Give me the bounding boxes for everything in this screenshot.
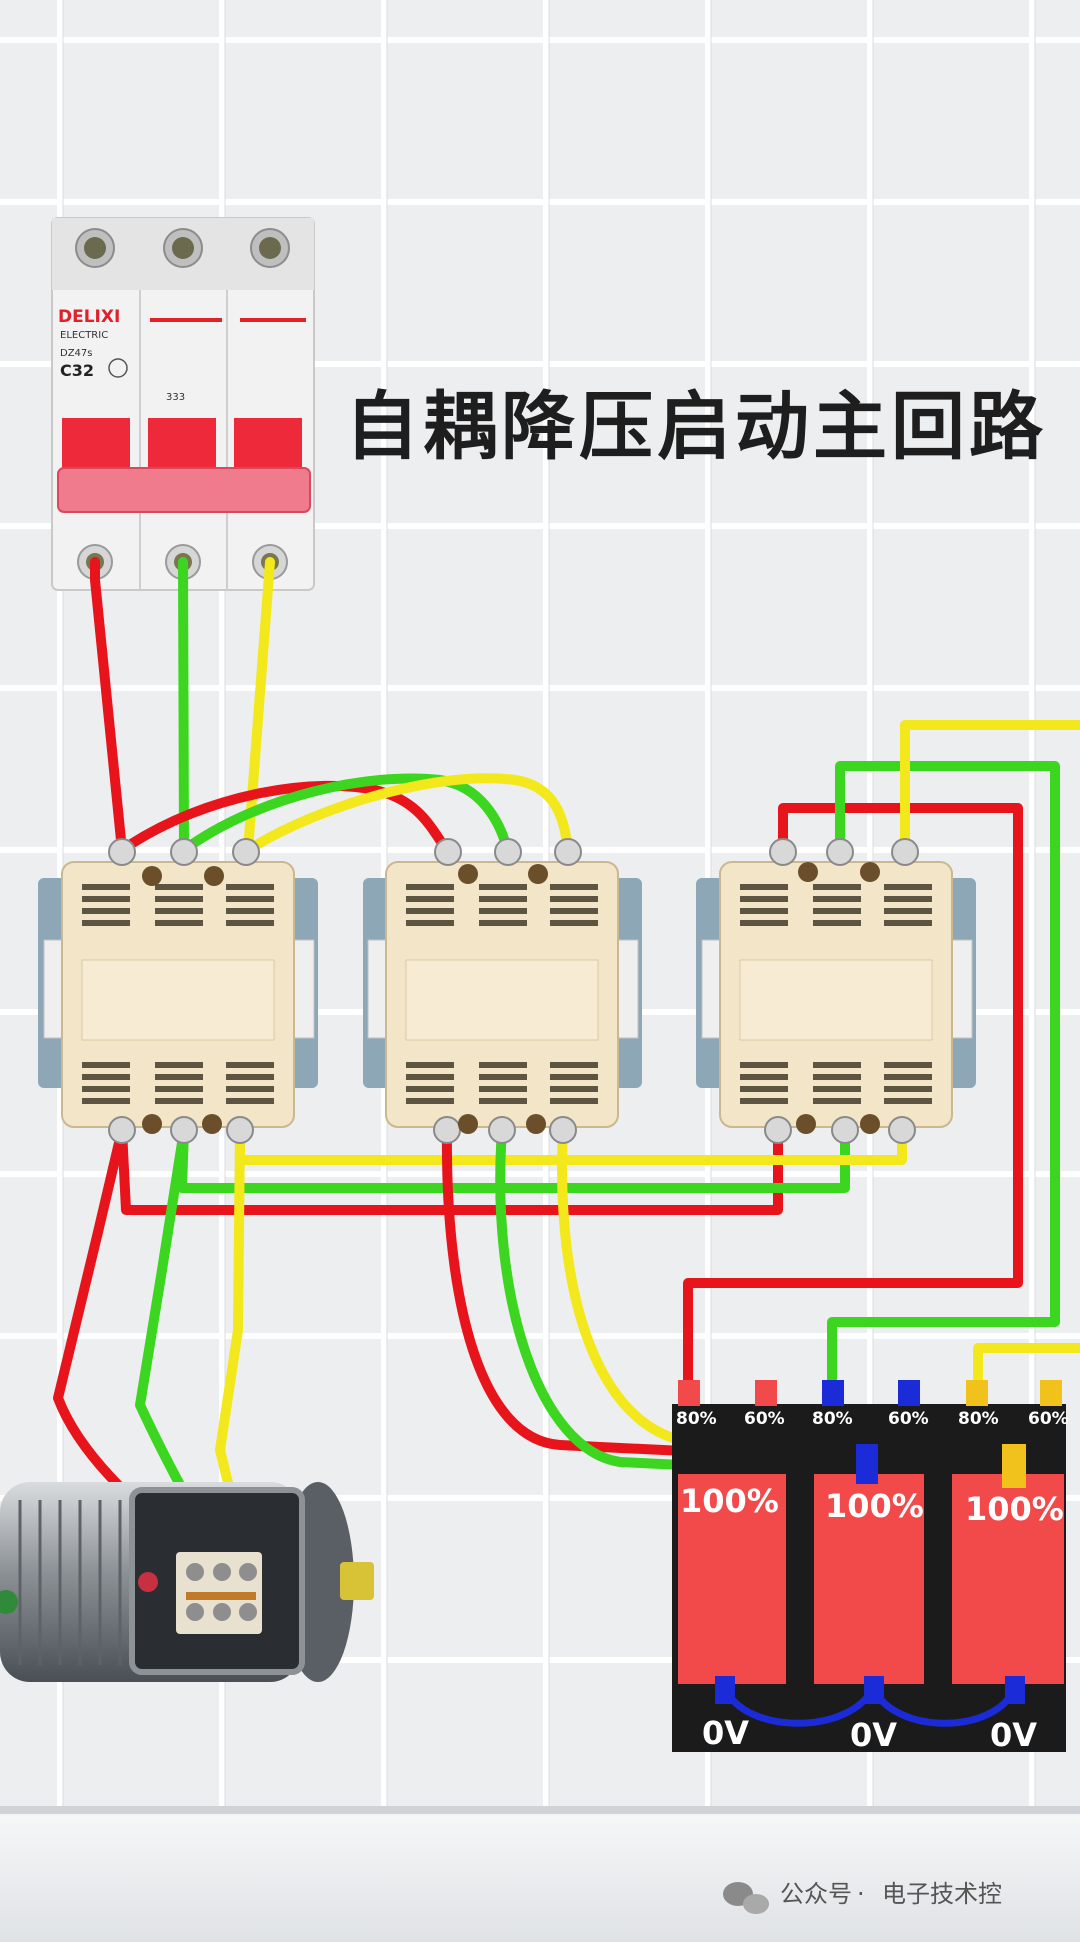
breaker-rating: C32 (60, 361, 94, 380)
wire-l3-km1-to-km2 (243, 773, 573, 857)
zero-label-c: 0V (990, 1716, 1037, 1754)
wire-km3-to-tap-b (827, 761, 1060, 1385)
breaker-model: DZ47s (60, 348, 93, 359)
full-label-b: 100% (825, 1487, 924, 1525)
tap-label-a-60: 60% (744, 1409, 785, 1429)
contactor-km3 (696, 838, 976, 1144)
tap-label-c-60: 60% (1028, 1409, 1069, 1429)
transformer-core-c (952, 1474, 1064, 1684)
wire-km2-to-full-c (557, 1125, 1020, 1457)
tap-label-c-80: 80% (958, 1409, 999, 1429)
certification-mark-icon (108, 358, 128, 378)
tap-terminals (678, 1380, 1062, 1406)
zero-label-b: 0V (850, 1716, 897, 1754)
autotransformer: 80% 60% 80% 60% 80% 60% 100% 100% 100% 0… (672, 1380, 1069, 1754)
wire-km2-to-full-b (495, 1125, 873, 1479)
transformer-core-a (678, 1474, 786, 1684)
wire-km3-to-tap-a (683, 803, 1023, 1385)
neutral-star-link (715, 1676, 1025, 1727)
circuit-breaker: DELIXI ELECTRIC DZ47s C32 333 (51, 217, 315, 591)
full-label-a: 100% (680, 1482, 779, 1520)
breaker-marking: 333 (166, 392, 185, 403)
transformer-core-b (814, 1474, 924, 1684)
zero-label-a: 0V (702, 1714, 749, 1752)
electric-motor (0, 1482, 374, 1682)
breaker-brand-sub: ELECTRIC (60, 330, 108, 341)
breaker-toggle-handle[interactable] (57, 418, 311, 513)
watermark-dot: · (857, 1880, 865, 1908)
wire-l2-km1-to-km2 (179, 773, 513, 857)
wechat-icon (723, 1882, 769, 1914)
wire-km3-to-tap-c (900, 720, 1080, 857)
watermark: 公众号 · 电子技术控 (723, 1880, 1002, 1914)
wire-l2-breaker-to-km1 (178, 557, 189, 855)
km1-terminals (108, 838, 260, 1144)
motor-terminals (186, 1563, 257, 1621)
wire-l1-breaker-to-km1 (90, 557, 127, 855)
tap-label-b-60: 60% (888, 1409, 929, 1429)
diagram-title: 自耦降压启动主回路 (345, 384, 1047, 470)
wire-tap-c-return (973, 1343, 1080, 1385)
breaker-brand: DELIXI (58, 307, 120, 327)
wiring (53, 557, 1080, 1570)
watermark-account: 电子技术控 (882, 1880, 1002, 1908)
km2-terminals (433, 838, 582, 1144)
wire-l3-breaker-to-km1 (243, 557, 275, 855)
motor-shaft (340, 1562, 374, 1600)
watermark-prefix: 公众号 (780, 1880, 852, 1908)
contactor-km2 (363, 838, 642, 1144)
full-tap-terminals (856, 1444, 1026, 1488)
tap-label-a-80: 80% (676, 1409, 717, 1429)
tap-label-b-80: 80% (812, 1409, 853, 1429)
contactor-km1 (38, 838, 318, 1144)
km3-terminals (764, 838, 919, 1144)
breaker-input-terminals (75, 228, 290, 268)
wire-km2-to-full-a (441, 1125, 873, 1465)
full-label-c: 100% (965, 1490, 1064, 1528)
